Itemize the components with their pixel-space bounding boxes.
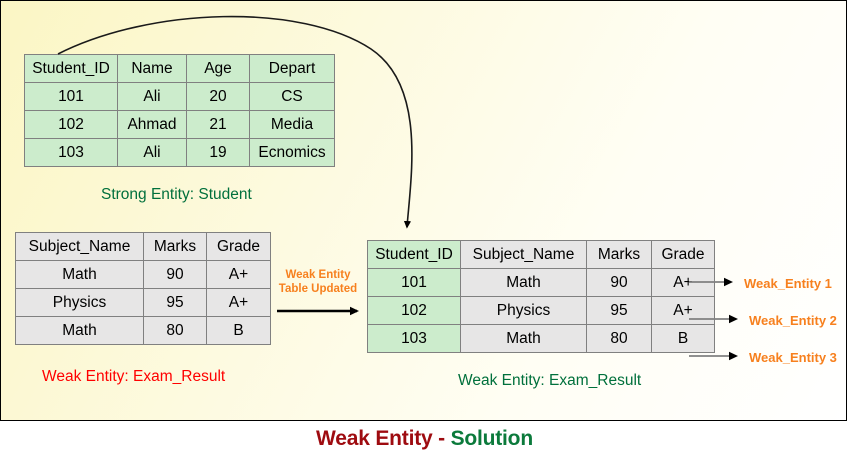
weak-entity-after-table: Student_ID Subject_Name Marks Grade 101 … [367,240,715,353]
cell-subject-name: Math [460,324,587,353]
cell-grade: B [651,324,715,353]
table-row: Math 80 B [15,316,271,345]
weak-entity-before-table: Subject_Name Marks Grade Math 90 A+ Phys… [15,232,271,345]
cell-marks: 80 [586,324,652,353]
weak-entity-after-caption: Weak Entity: Exam_Result [458,372,642,389]
header-cell-marks: Marks [143,232,207,261]
diagram-panel: Student_ID Name Age Depart 101 Ali 20 CS… [0,0,847,421]
header-cell-subject-name: Subject_Name [15,232,144,261]
cell-grade: B [206,316,271,345]
cell-grade: A+ [651,268,715,297]
cell-age: 19 [186,138,250,167]
weak-entity-2-label: Weak_Entity 2 [749,313,837,328]
table-row: 102 Ahmad 21 Media [24,110,335,139]
cell-age: 21 [186,110,250,139]
table-header-row: Subject_Name Marks Grade [15,232,271,261]
header-cell-marks: Marks [586,240,652,269]
header-cell-grade: Grade [651,240,715,269]
cell-name: Ali [117,138,187,167]
table-row: 103 Ali 19 Ecnomics [24,138,335,167]
header-cell-depart: Depart [249,54,335,83]
transform-label-line2: Table Updated [278,282,358,295]
cell-name: Ahmad [117,110,187,139]
table-row: 101 Math 90 A+ [367,268,715,297]
cell-student-id: 101 [367,268,461,297]
cell-subject-name: Math [15,316,144,345]
cell-marks: 90 [143,260,207,289]
cell-grade: A+ [206,288,271,317]
header-cell-grade: Grade [206,232,271,261]
cell-subject-name: Physics [15,288,144,317]
table-row: 103 Math 80 B [367,324,715,353]
cell-subject-name: Physics [460,296,587,325]
cell-depart: CS [249,82,335,111]
table-row: 102 Physics 95 A+ [367,296,715,325]
cell-name: Ali [117,82,187,111]
header-cell-age: Age [186,54,250,83]
cell-student-id: 102 [24,110,118,139]
table-row: Math 90 A+ [15,260,271,289]
cell-grade: A+ [651,296,715,325]
cell-marks: 95 [143,288,207,317]
cell-marks: 80 [143,316,207,345]
cell-depart: Ecnomics [249,138,335,167]
weak-entity-3-label: Weak_Entity 3 [749,350,837,365]
header-cell-student-id: Student_ID [24,54,118,83]
header-cell-name: Name [117,54,187,83]
table-row: 101 Ali 20 CS [24,82,335,111]
cell-marks: 95 [586,296,652,325]
cell-subject-name: Math [460,268,587,297]
table-header-row: Student_ID Name Age Depart [24,54,335,83]
cell-marks: 90 [586,268,652,297]
transform-label-line1: Weak Entity [285,269,351,281]
cell-depart: Media [249,110,335,139]
cell-student-id: 102 [367,296,461,325]
cell-subject-name: Math [15,260,144,289]
transform-label: Weak Entity Table Updated [273,269,363,296]
header-cell-subject-name: Subject_Name [460,240,587,269]
strong-entity-caption: Strong Entity: Student [101,186,252,203]
weak-entity-before-caption: Weak Entity: Exam_Result [42,368,226,385]
page-title-dash: - [432,427,451,450]
page-title: Weak Entity - Solution [0,427,849,451]
cell-age: 20 [186,82,250,111]
cell-student-id: 101 [24,82,118,111]
page-title-part2: Solution [450,427,534,450]
cell-student-id: 103 [367,324,461,353]
header-cell-student-id: Student_ID [367,240,461,269]
weak-entity-1-label: Weak_Entity 1 [744,276,832,291]
cell-grade: A+ [206,260,271,289]
table-header-row: Student_ID Subject_Name Marks Grade [367,240,715,269]
strong-entity-student-table: Student_ID Name Age Depart 101 Ali 20 CS… [24,54,335,167]
cell-student-id: 103 [24,138,118,167]
table-row: Physics 95 A+ [15,288,271,317]
page-title-part1: Weak Entity [316,427,433,450]
